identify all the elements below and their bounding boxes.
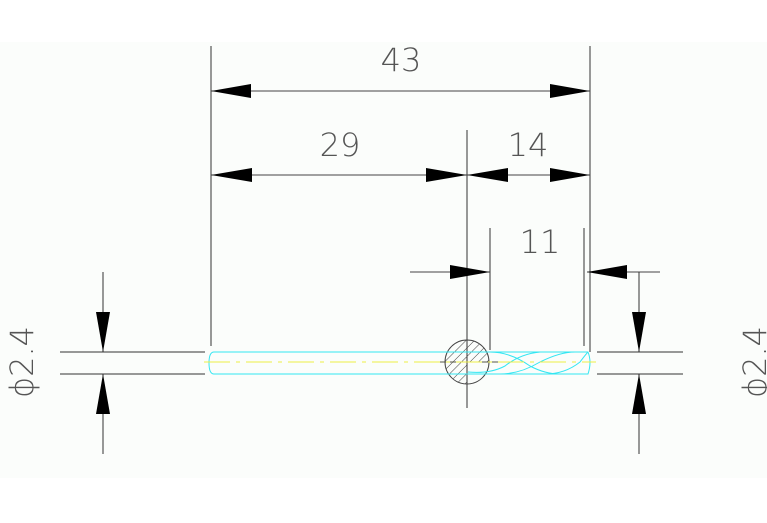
drill-bit-body [208, 351, 591, 375]
dimension-overall-length [211, 84, 590, 98]
dimension-flute-length [410, 265, 660, 279]
dim-text-29: 29 [320, 126, 361, 164]
dimension-tip-length [467, 168, 590, 182]
arrow-up-icon [96, 374, 110, 414]
dim-text-diameter-left: ϕ2.4 [3, 326, 41, 398]
dimension-diameter-left [60, 272, 205, 454]
dimension-shank-length [211, 168, 467, 182]
dim-text-diameter-right: ϕ2.4 [736, 326, 767, 398]
arrow-up-icon [632, 374, 646, 414]
arrow-down-icon [632, 312, 646, 352]
dim-text-14: 14 [508, 126, 549, 164]
arrow-down-icon [96, 312, 110, 352]
dim-text-11: 11 [520, 223, 561, 261]
dimension-diameter-right [597, 272, 683, 454]
dim-text-43: 43 [381, 41, 422, 79]
